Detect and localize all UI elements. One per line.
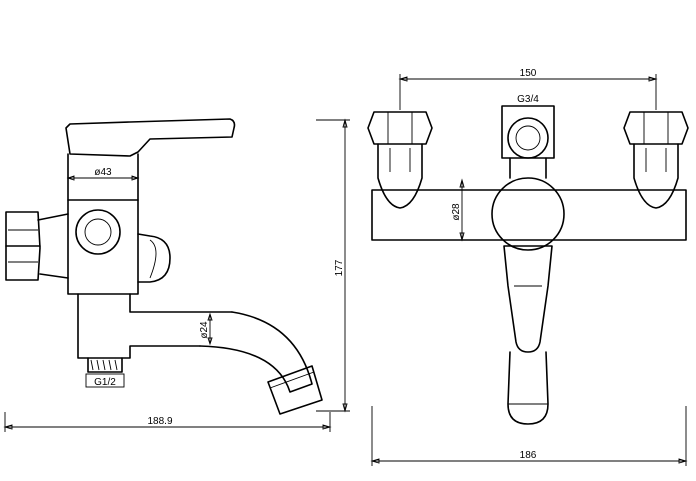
side-diverter-body — [67, 199, 139, 295]
front-right-hex-nut — [623, 111, 689, 145]
front-left-hex-nut — [367, 111, 433, 145]
front-cartridge-housing — [491, 177, 565, 251]
dim-spout-diameter: ø24 — [199, 321, 210, 339]
front-right-eccentric — [633, 143, 679, 209]
side-eccentric-stub — [137, 233, 171, 283]
side-view: ø43 ø24 G1/2 177 — [3, 118, 350, 432]
front-outlet-connector — [501, 105, 555, 159]
dim-outlet-thread: G3/4 — [517, 94, 539, 105]
side-lever-handle — [65, 118, 236, 157]
side-lower-body — [77, 293, 233, 359]
dim-center-distance: 150 — [520, 68, 537, 79]
front-left-eccentric — [377, 143, 423, 209]
dim-cartridge-diameter: ø28 — [451, 203, 462, 221]
dim-overall-width: 186 — [520, 450, 537, 461]
dim-inlet-thread: G1/2 — [94, 377, 116, 388]
dim-overall-height: 177 — [334, 259, 345, 276]
front-lever-handle — [503, 245, 553, 353]
front-view: 150 G3/4 ø28 — [367, 68, 689, 466]
side-hex-nut — [5, 211, 41, 281]
side-inlet-thread — [87, 357, 123, 373]
side-spout-tip — [267, 365, 323, 415]
side-upper-body — [67, 153, 139, 201]
side-diverter-knob — [75, 209, 121, 255]
dim-overall-depth: 188.9 — [147, 416, 172, 427]
dim-body-diameter: ø43 — [94, 167, 112, 178]
front-body-bar — [371, 189, 687, 241]
side-spout — [199, 311, 313, 393]
front-spout — [507, 351, 549, 425]
